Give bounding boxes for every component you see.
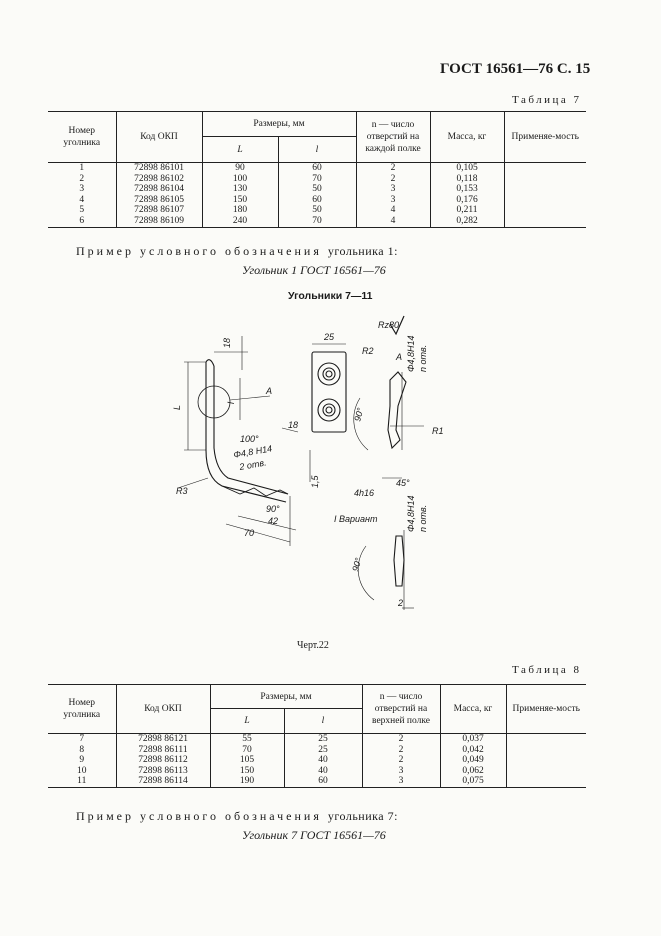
svg-text:A: A (395, 352, 402, 362)
table8: Номер уголника Код ОКП Размеры, мм n — ч… (48, 684, 586, 788)
col-dims: Размеры, мм (201, 111, 357, 137)
svg-text:25: 25 (323, 332, 335, 342)
svg-text:18: 18 (222, 338, 232, 348)
technical-drawing: 18 L l A 100° Φ4,8 H14 2 отв. 18 1,5 90°… (172, 315, 444, 610)
col-mass: Масса, кг (439, 684, 507, 734)
svg-text:100°: 100° (240, 434, 259, 444)
col-L: L (210, 708, 285, 734)
table7: Номер уголника Код ОКП Размеры, мм n — ч… (48, 111, 586, 228)
svg-text:90°: 90° (266, 504, 280, 514)
svg-text:4h16: 4h16 (354, 488, 374, 498)
svg-text:Rz80: Rz80 (378, 320, 399, 330)
col-number: Номер уголника (48, 111, 117, 163)
col-holes: n — число отверстий на каждой полке (355, 111, 431, 163)
svg-text:45°: 45° (396, 478, 410, 488)
col-dims: Размеры, мм (209, 684, 363, 709)
svg-text:l: l (226, 401, 236, 404)
flange-top-view (311, 351, 347, 433)
svg-text:2: 2 (397, 598, 403, 608)
svg-text:2 отв.: 2 отв. (238, 457, 268, 472)
svg-text:Φ4,8H14: Φ4,8H14 (406, 495, 416, 532)
col-holes: n — число отверстий на верхней полке (361, 684, 441, 734)
svg-text:Φ4,8H14: Φ4,8H14 (406, 335, 416, 372)
col-code: Код ОКП (115, 111, 203, 163)
svg-text:18: 18 (288, 420, 298, 430)
example1-designation: Угольник 1 ГОСТ 16561—76 (242, 263, 386, 277)
col-l: l (277, 136, 356, 163)
table8-caption: Таблица 8 (512, 664, 582, 676)
svg-text:R1: R1 (432, 426, 444, 436)
svg-text:90°: 90° (352, 406, 365, 422)
col-usage: Применяе-мость (503, 111, 586, 163)
bracket-vertical-flange (205, 362, 287, 503)
section-view (387, 371, 407, 450)
svg-text:70: 70 (244, 528, 254, 538)
svg-text:n отв.: n отв. (418, 505, 428, 532)
svg-text:I Вариант: I Вариант (334, 514, 378, 524)
svg-text:Φ4,8 H14: Φ4,8 H14 (233, 443, 273, 460)
drawing-caption: Черт.22 (297, 640, 329, 651)
col-mass: Масса, кг (429, 111, 505, 163)
col-number: Номер уголника (48, 684, 117, 734)
svg-text:42: 42 (268, 516, 278, 526)
example7-designation: Угольник 7 ГОСТ 16561—76 (242, 828, 386, 842)
svg-text:n отв.: n отв. (418, 345, 428, 372)
col-code: Код ОКП (115, 684, 211, 734)
drawing-title: Угольники 7—11 (288, 290, 373, 302)
detail-circle-A (197, 385, 231, 419)
svg-text:1,5: 1,5 (310, 474, 320, 488)
svg-text:L: L (172, 405, 182, 410)
svg-text:90°: 90° (350, 556, 363, 572)
example1-text: Пример условного обозначения угольника 1… (76, 244, 398, 258)
svg-text:R2: R2 (362, 346, 374, 356)
table7-caption: Таблица 7 (512, 94, 582, 106)
svg-text:R3: R3 (176, 486, 188, 496)
col-usage: Применяе-мость (505, 684, 586, 734)
bracket-inner-edge (213, 366, 289, 495)
svg-text:A: A (265, 386, 272, 396)
col-L: L (202, 136, 279, 163)
col-l: l (283, 708, 362, 734)
variant-section (393, 535, 405, 587)
page-header: ГОСТ 16561—76 С. 15 (440, 61, 591, 77)
example7-text: Пример условного обозначения угольника 7… (76, 809, 398, 823)
